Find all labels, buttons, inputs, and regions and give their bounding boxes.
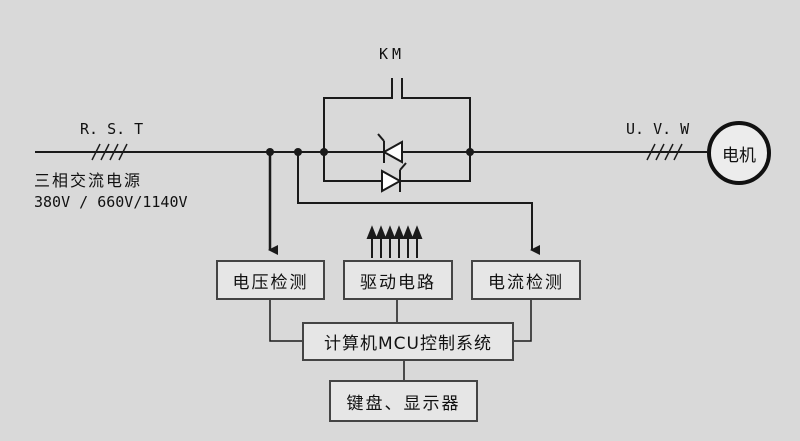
current-detect-block: 电流检测 [471, 260, 581, 300]
drive-signal-arrows [366, 225, 423, 258]
thyristor-icon [377, 133, 407, 193]
power-source-title: 三相交流电源 [34, 171, 143, 190]
current-to-mcu-line [514, 299, 532, 342]
three-phase-ticks-input [91, 143, 128, 161]
motor-circle-icon: 电机 [707, 121, 771, 185]
drive-circuit-block: 驱动电路 [343, 260, 453, 300]
voltage-detect-block: 电压检测 [216, 260, 325, 300]
three-phase-ticks-output [646, 143, 683, 161]
mcu-control-block: 计算机MCU控制系统 [302, 322, 514, 361]
output-phase-label: U. V. W [626, 120, 690, 138]
current-sense-line [297, 152, 540, 255]
power-source-voltage: 380V / 660V/1140V [34, 193, 188, 211]
contactor-switch-icon [323, 78, 471, 152]
input-phase-label: R. S. T [80, 120, 144, 138]
junction-dots [266, 148, 474, 156]
keyboard-display-block: 键盘、显示器 [329, 380, 478, 422]
motor-label: 电机 [722, 145, 756, 166]
contactor-label: KM [379, 45, 406, 63]
voltage-to-mcu-line [269, 299, 302, 342]
